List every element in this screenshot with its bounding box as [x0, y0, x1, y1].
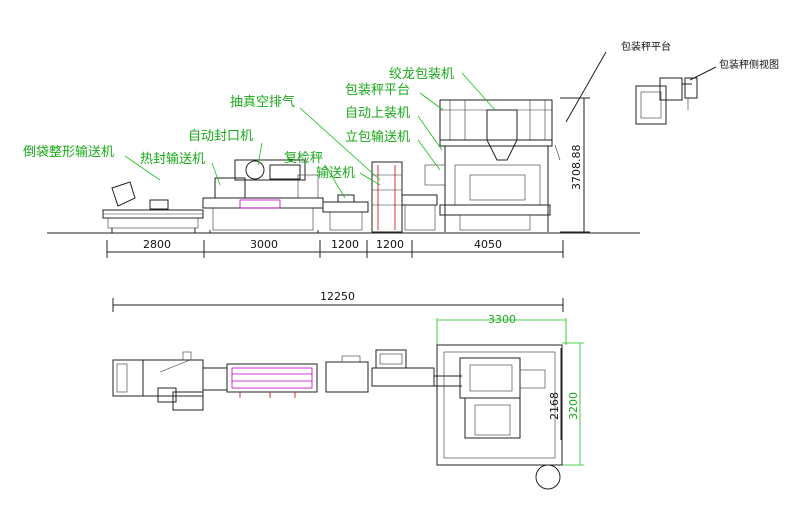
label-vacuum-exhaust: 抽真空排气	[230, 94, 295, 110]
label-upright-bag-conveyor: 立包输送机	[345, 129, 410, 145]
label-auger-packer: 绞龙包装机	[389, 66, 454, 82]
inset-views: 包装秤平台 包装秤侧视图	[565, 40, 779, 125]
plan-view: 12250 3300 3200 2168	[112, 290, 584, 490]
label-scale-platform: 包装秤平台	[345, 83, 410, 98]
check-weigher-drawing	[322, 194, 369, 231]
label-heat-seal-conveyor: 热封输送机	[140, 151, 205, 167]
dim-height: 3708.88	[570, 145, 583, 191]
label-check-weigher: 复检秤	[284, 151, 323, 166]
dim-seg4: 1200	[376, 238, 404, 251]
sealer-drawing	[202, 159, 324, 233]
dim-plan-depth-outer: 3200	[567, 392, 580, 420]
inset-label-scale-platform: 包装秤平台	[621, 40, 671, 53]
side-dimensions: 2800 3000 1200 1200 4050	[106, 238, 564, 258]
label-auto-sealer: 自动封口机	[188, 129, 253, 144]
dim-plan-depth-inner: 2168	[548, 392, 561, 420]
leader-lines	[124, 72, 496, 199]
label-conveyor: 输送机	[316, 165, 355, 181]
inset-label-scale-side-view: 包装秤侧视图	[719, 58, 779, 71]
auger-packer-drawing	[424, 99, 561, 232]
dim-seg1: 2800	[143, 238, 171, 251]
dim-total-length: 12250	[320, 290, 355, 303]
dim-seg5: 4050	[474, 238, 502, 251]
height-dimension: 3708.88	[560, 97, 590, 233]
side-view: 2800 3000 1200 1200 4050 3708.88 倒袋整形	[23, 66, 640, 258]
dim-plan-width: 3300	[488, 313, 516, 326]
dim-seg3: 1200	[331, 238, 359, 251]
label-reverse-bag-shaping-conveyor: 倒袋整形输送机	[23, 144, 114, 160]
conveyor-drawing	[371, 161, 438, 233]
shaping-conveyor-drawing	[102, 181, 204, 233]
label-auto-bag-loader: 自动上装机	[345, 106, 410, 121]
dim-seg2: 3000	[250, 238, 278, 251]
